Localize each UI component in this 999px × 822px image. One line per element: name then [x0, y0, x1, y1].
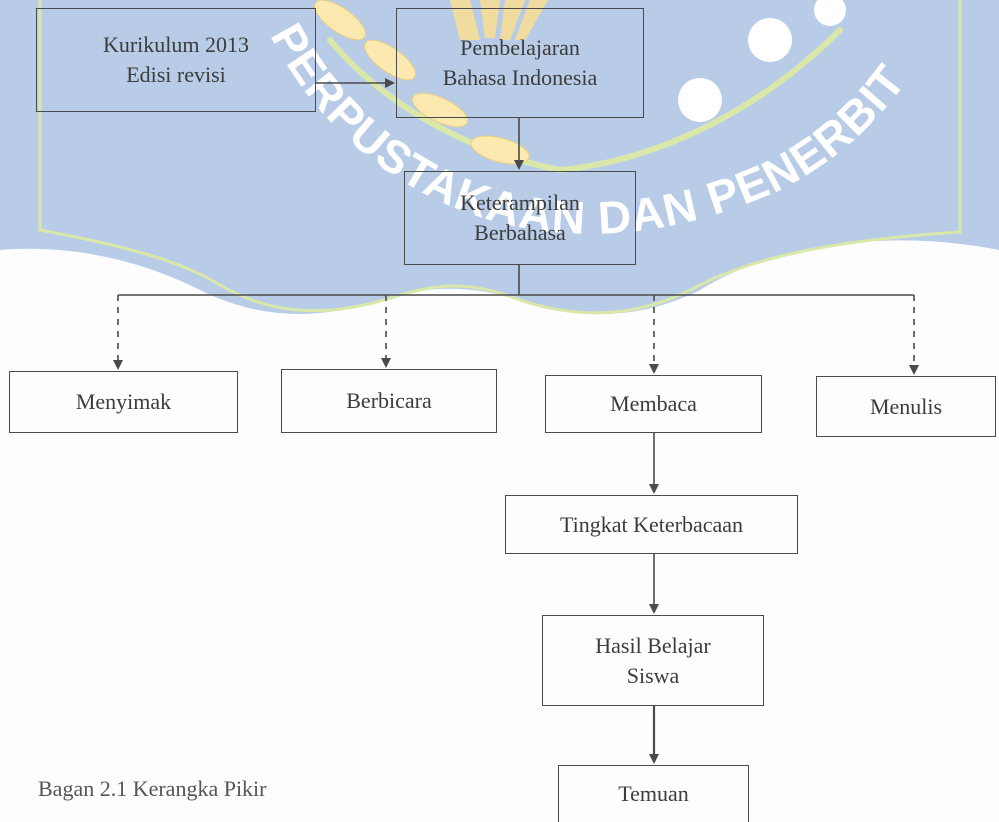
label-keterampilan-berbahasa: Keterampilan Berbahasa — [460, 190, 580, 245]
label-menulis: Menulis — [869, 393, 943, 419]
watermark-cotton-flowers — [678, 0, 846, 122]
label-pembelajaran-bahasa-indonesia: Pembelajaran Bahasa Indonesia — [442, 35, 598, 90]
box-berbicara: Berbicara — [281, 369, 497, 433]
box-temuan: Temuan — [558, 765, 749, 822]
box-menyimak: Menyimak — [9, 371, 238, 433]
figure-caption: Bagan 2.1 Kerangka Pikir — [38, 776, 267, 801]
label-berbicara: Berbicara — [346, 388, 432, 413]
box-menulis: Menulis — [816, 376, 996, 437]
box-pembelajaran-bahasa-indonesia: Pembelajaran Bahasa Indonesia — [396, 8, 644, 118]
box-membaca: Membaca — [545, 375, 762, 433]
box-hasil-belajar-siswa: Hasil Belajar Siswa — [542, 615, 764, 706]
box-tingkat-keterbacaan: Tingkat Keterbacaan — [505, 495, 798, 554]
label-menyimak: Menyimak — [75, 389, 172, 414]
label-kurikulum-2013: Kurikulum 2013 Edisi revisi — [102, 32, 250, 87]
label-hasil-belajar-siswa: Hasil Belajar Siswa — [595, 632, 711, 688]
label-tingkat-keterbacaan: Tingkat Keterbacaan — [559, 511, 744, 537]
label-membaca: Membaca — [610, 391, 697, 416]
label-temuan: Temuan — [618, 781, 689, 806]
box-kurikulum-2013: Kurikulum 2013 Edisi revisi — [36, 8, 316, 112]
box-keterampilan-berbahasa: Keterampilan Berbahasa — [404, 171, 636, 265]
